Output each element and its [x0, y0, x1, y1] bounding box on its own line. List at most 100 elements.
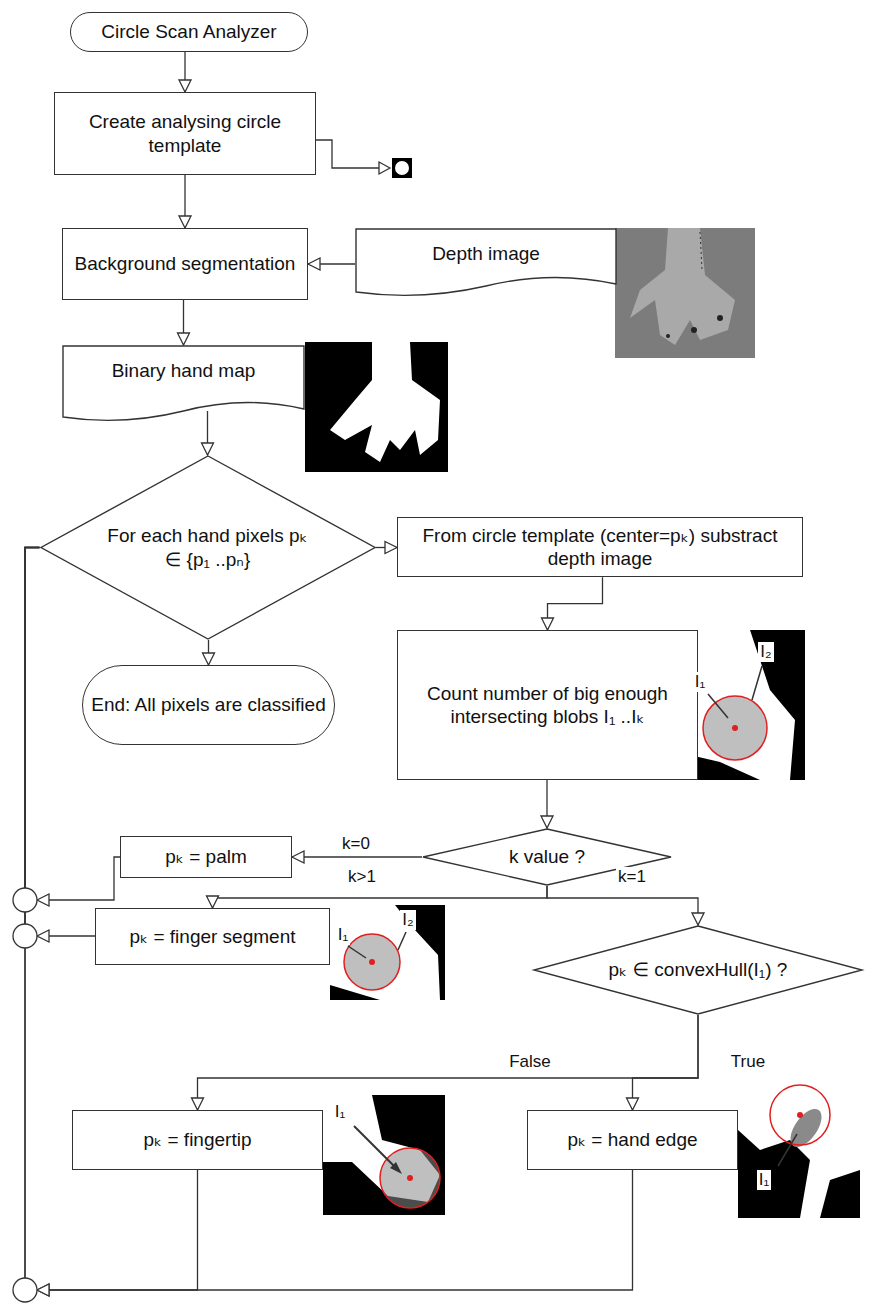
connector-line [25, 548, 40, 1291]
connector-line [633, 1015, 699, 1110]
node-text: pₖ = finger segment [130, 925, 296, 948]
blob-label: I₁ [757, 1170, 771, 1190]
arrow-head [541, 816, 553, 828]
arrow-head [292, 851, 304, 863]
flow-connector [203, 640, 215, 665]
merge-junction [13, 888, 37, 912]
document-shape: Binary hand map [62, 345, 305, 425]
arrow-head [207, 896, 219, 908]
flow-connector [202, 411, 214, 455]
decision-diamond: For each hand pixels pₖ ∈ {p₁ ..pₙ} [40, 455, 376, 640]
edge-label: False [507, 1052, 553, 1072]
terminator: Circle Scan Analyzer [70, 12, 308, 52]
text-group: Create analysing circle template [55, 110, 315, 156]
arrow-head [37, 894, 49, 906]
node-text: Background segmentation [75, 252, 296, 275]
flow-connector [541, 780, 553, 828]
connector-line [37, 1170, 633, 1290]
arrow-head [627, 1098, 639, 1110]
process-box: Count number of big enough intersecting … [397, 630, 698, 780]
text-group: For each hand pixels pₖ ∈ {p₁ ..pₙ} [103, 524, 313, 570]
binary-hand-map [305, 342, 448, 472]
flow-connector [179, 175, 191, 228]
process-box: pₖ = palm [120, 836, 292, 878]
node-text: k value ? [509, 845, 585, 868]
flow-connector [547, 886, 704, 925]
text-group: pₖ = fingertip [144, 1128, 252, 1151]
arrow-head [385, 542, 397, 554]
circle-scan-inset [330, 905, 445, 1000]
hand-edge-inset [738, 1085, 860, 1218]
outline [356, 229, 616, 295]
node-text: pₖ = hand edge [567, 1128, 697, 1151]
text-group: Background segmentation [75, 252, 296, 275]
connector-line [213, 886, 548, 908]
text-group: From circle template (center=pₖ) substra… [398, 524, 802, 570]
process-box: pₖ = hand edge [527, 1110, 738, 1170]
node-text: Binary hand map [112, 359, 256, 382]
blob-label: I₁ [333, 1102, 347, 1122]
connector-line [37, 1170, 198, 1290]
connector-line [548, 577, 603, 630]
arrow-head [179, 80, 191, 92]
connector-line [198, 1015, 699, 1110]
text-group: End: All pixels are classified [91, 693, 325, 716]
arrow-head [37, 1284, 49, 1296]
connector-line [25, 548, 40, 937]
process-box: From circle template (center=pₖ) substra… [397, 517, 803, 577]
blob-label: I₁ [336, 925, 350, 945]
outline [63, 346, 304, 420]
fingertip-inset [323, 1095, 445, 1215]
edge-label: True [729, 1052, 767, 1072]
node-text: For each hand pixels pₖ ∈ {p₁ ..pₙ} [103, 524, 313, 570]
node-text: Count number of big enough intersecting … [398, 682, 697, 728]
merge-junction [13, 924, 37, 948]
arrow-head [179, 216, 191, 228]
arrow-head [542, 618, 554, 630]
terminator: End: All pixels are classified [82, 665, 335, 745]
process-box: Background segmentation [62, 228, 308, 300]
outline [41, 456, 375, 639]
merge-junction [13, 1278, 37, 1302]
connector-line [25, 548, 40, 901]
connector-line [292, 856, 422, 857]
blob-label: I₂ [400, 910, 415, 930]
node-text: Circle Scan Analyzer [101, 20, 276, 43]
process-box: pₖ = fingertip [72, 1110, 323, 1170]
node-text: pₖ = fingertip [144, 1128, 252, 1151]
outline [534, 926, 862, 1014]
flow-connector [207, 886, 548, 908]
node-text: Create analysing circle template [55, 110, 315, 156]
flow-connector [542, 577, 603, 630]
text-group: Circle Scan Analyzer [101, 20, 276, 43]
arrow-head [37, 930, 49, 942]
text-group: pₖ ∈ convexHull(I₁) ? [609, 958, 788, 981]
arrow-head [192, 1098, 204, 1110]
flow-connector [179, 52, 191, 92]
flow-connector [308, 258, 355, 270]
arrow-head [692, 913, 704, 925]
blob-label: I₁ [693, 672, 707, 692]
document-shape: Depth image [355, 228, 617, 300]
arrow-head [308, 258, 320, 270]
node-text: From circle template (center=pₖ) substra… [398, 524, 802, 570]
decision-diamond: pₖ ∈ convexHull(I₁) ? [533, 925, 863, 1015]
blob-label: I₂ [758, 642, 773, 662]
flow-connector [376, 542, 398, 554]
flow-connector [627, 1015, 699, 1110]
text-group: k value ? [509, 845, 585, 868]
arrow-head [178, 333, 190, 345]
circle-scan-inset [690, 630, 805, 780]
flow-connector [192, 1015, 699, 1110]
node-text: pₖ = palm [165, 845, 247, 868]
edge-label: k=1 [616, 867, 648, 887]
text-group: Binary hand map [112, 359, 256, 382]
template-icon [308, 140, 412, 178]
text-group: pₖ = hand edge [567, 1128, 697, 1151]
arrow-head [203, 653, 215, 665]
process-box: Create analysing circle template [54, 92, 316, 175]
node-text: End: All pixels are classified [91, 693, 325, 716]
text-group: pₖ = palm [165, 845, 247, 868]
decision-diamond-outline [40, 455, 376, 640]
flow-connector [25, 548, 95, 943]
